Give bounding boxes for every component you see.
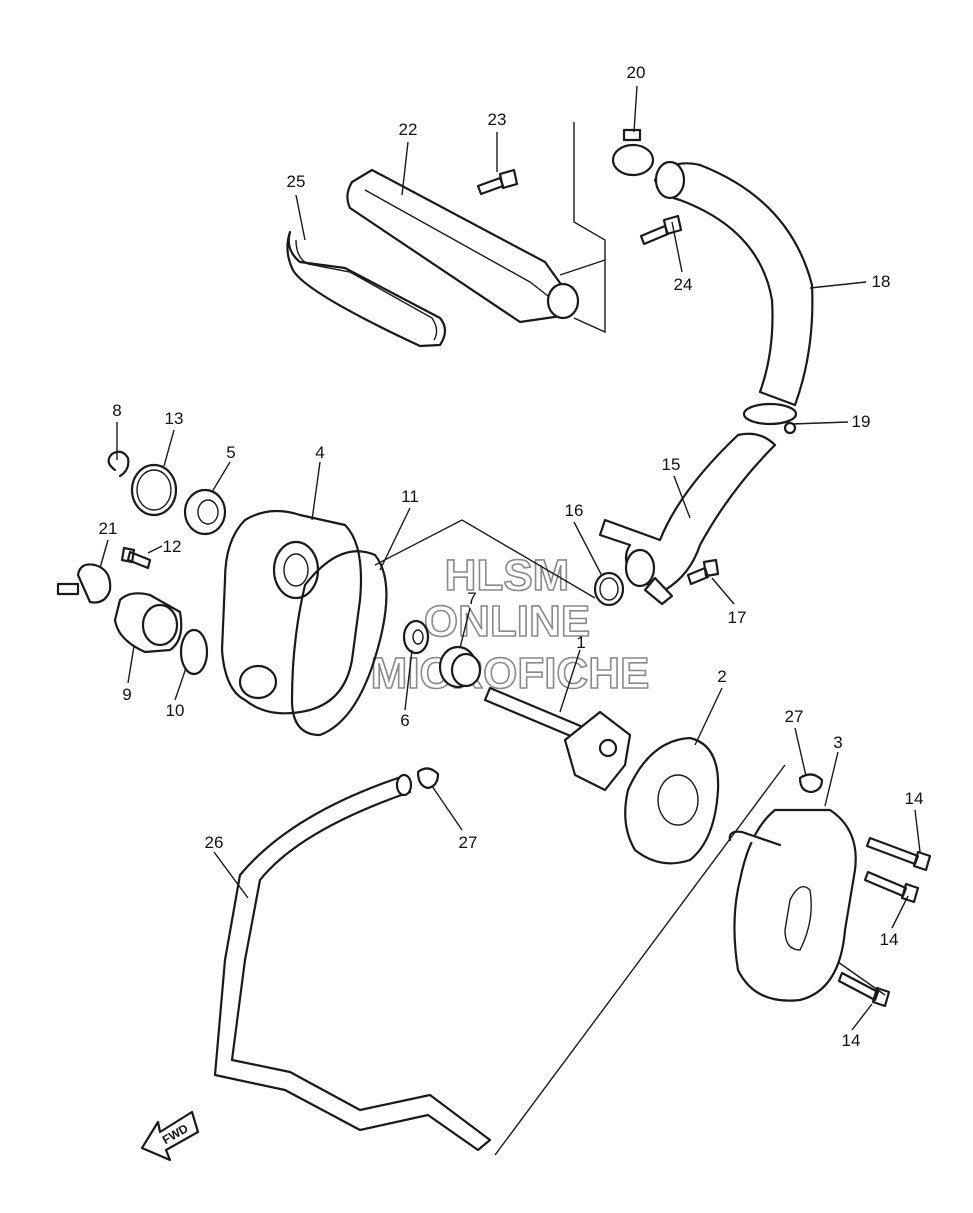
- bearing-5: [183, 488, 227, 536]
- clamp-27-b: [416, 767, 440, 790]
- oring-13: [130, 463, 178, 517]
- callout-4: 4: [315, 443, 324, 462]
- leaders: [99, 85, 921, 1031]
- cover-22-outlet: [546, 282, 580, 320]
- callout-labels: 1 2 3 4 5 6 7 8 9 10 11 12 13 14 14 14 1…: [99, 63, 924, 1050]
- callout-21: 21: [99, 519, 118, 538]
- housing-4: [220, 509, 363, 715]
- hose-18-end: [654, 160, 686, 200]
- clamp-20: [611, 143, 655, 177]
- clamp-21-screw: [56, 582, 80, 596]
- callout-8: 8: [112, 401, 121, 420]
- clamp-27-a: [798, 773, 824, 794]
- cover-3: [733, 808, 857, 1002]
- callout-1: 1: [576, 633, 585, 652]
- callout-27-a: 27: [785, 707, 804, 726]
- callout-26: 26: [205, 833, 224, 852]
- housing-4-port: [238, 664, 278, 700]
- callout-12: 12: [163, 537, 182, 556]
- bolt-14-b: [863, 870, 920, 904]
- callout-6: 6: [400, 711, 409, 730]
- callout-3: 3: [833, 733, 842, 752]
- gasket-25: [286, 230, 447, 348]
- clamp-19: [742, 402, 798, 426]
- clamp-19-screw: [783, 421, 797, 435]
- callout-25: 25: [287, 172, 306, 191]
- watermark-line-1: HLSM: [445, 551, 570, 600]
- bolt-14-a: [865, 836, 932, 872]
- callout-20: 20: [627, 63, 646, 82]
- callout-11: 11: [401, 487, 419, 506]
- callout-24: 24: [674, 275, 693, 294]
- callout-10: 10: [166, 701, 185, 720]
- outlet-9-bore: [141, 603, 179, 647]
- callout-5: 5: [226, 443, 235, 462]
- callout-22: 22: [399, 120, 418, 139]
- callout-14-a: 14: [905, 789, 924, 808]
- bolt-14-c: [837, 971, 891, 1008]
- bolt-24: [639, 214, 683, 246]
- bolt-23: [476, 168, 519, 196]
- fwd-arrow-icon: FWD: [140, 1110, 200, 1162]
- callout-7: 7: [467, 589, 476, 608]
- callout-27-b: 27: [459, 833, 478, 852]
- callout-23: 23: [488, 110, 507, 129]
- circlip-8: [107, 450, 130, 478]
- pipe-15-flange: [643, 576, 674, 606]
- pipe-15-end: [624, 548, 656, 588]
- cover-22-rib: [364, 189, 549, 297]
- watermark-line-3: MICROFICHE: [371, 649, 650, 698]
- callout-17: 17: [728, 608, 747, 627]
- watermark-line-2: ONLINE: [424, 597, 590, 646]
- plate-2: [624, 736, 720, 865]
- oring-11: [290, 550, 388, 737]
- hose-18: [653, 162, 814, 407]
- housing-4-bore: [272, 540, 320, 600]
- callout-18: 18: [872, 272, 891, 291]
- watermark: HLSM ONLINE MICROFICHE: [370, 550, 650, 699]
- clamp-21: [76, 563, 112, 604]
- bolt-17: [686, 558, 720, 586]
- callout-9: 9: [122, 685, 131, 704]
- bolt-12: [120, 546, 152, 570]
- callout-2: 2: [717, 667, 726, 686]
- callout-14-c: 14: [842, 1031, 861, 1050]
- seal-6: [402, 619, 430, 655]
- callout-16: 16: [565, 501, 584, 520]
- oring-10: [179, 628, 209, 676]
- cover-3-nipple: [728, 830, 782, 847]
- hose-26: [213, 776, 492, 1152]
- gasket-25-inner: [295, 239, 438, 341]
- impeller-1: [563, 710, 632, 792]
- callout-19: 19: [852, 412, 871, 431]
- callout-14-b: 14: [880, 930, 899, 949]
- callout-15: 15: [662, 455, 681, 474]
- callout-13: 13: [165, 409, 184, 428]
- clamp-20-screw: [622, 128, 642, 142]
